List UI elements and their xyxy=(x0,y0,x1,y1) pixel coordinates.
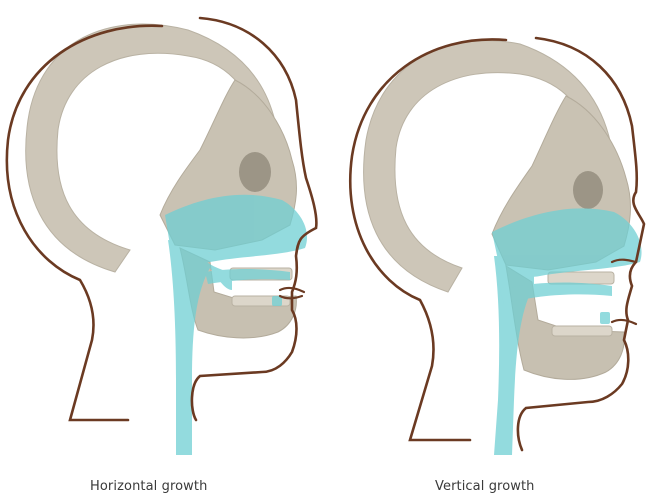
right-orbit xyxy=(573,171,603,209)
right-upper-teeth xyxy=(548,272,614,284)
right-lower-teeth xyxy=(552,326,612,336)
left-skull xyxy=(26,24,297,338)
left-orbit xyxy=(239,152,271,192)
caption-horizontal-growth: Horizontal growth xyxy=(90,479,207,494)
left-oral-channel xyxy=(205,269,290,284)
caption-vertical-growth: Vertical growth xyxy=(435,479,535,494)
right-tongue-tip xyxy=(600,312,610,324)
right-head xyxy=(350,38,644,455)
left-head xyxy=(7,18,317,455)
left-tongue-tip xyxy=(272,296,282,306)
